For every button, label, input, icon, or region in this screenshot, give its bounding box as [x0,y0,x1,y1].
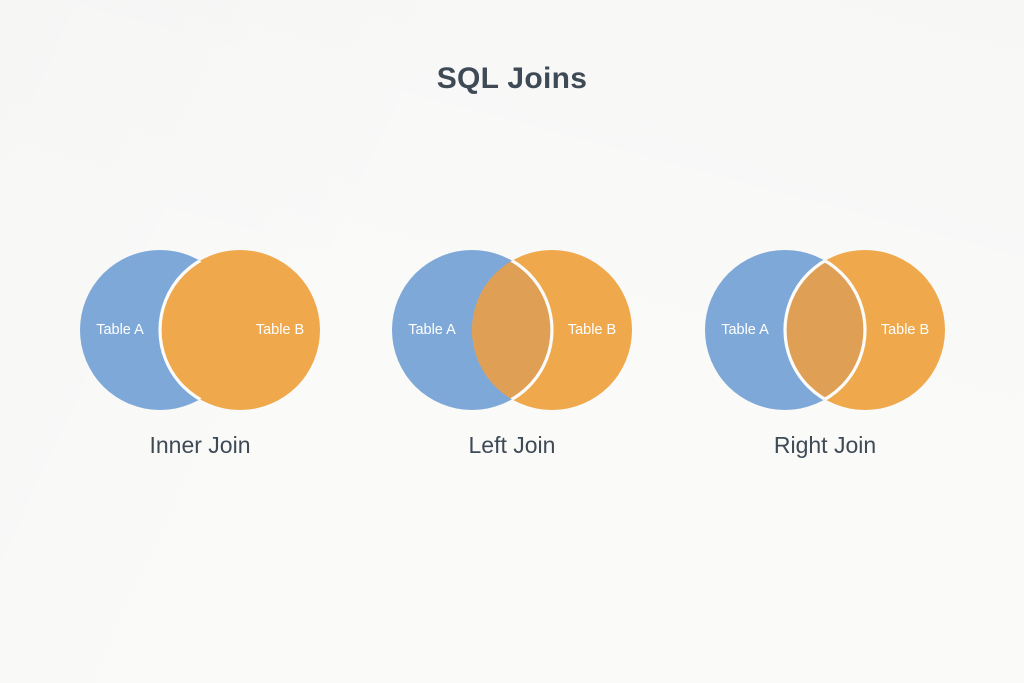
venn-diagram-inner-join: Table A Table B Inner Join [70,232,330,482]
venn-diagram-right-join: Table A Table B Right Join [695,232,955,482]
circle-label-table-a: Table A [96,322,144,338]
caption-left-join: Left Join [468,432,556,458]
venn-svg-left-join: Table A Table B [392,250,632,410]
venn-diagram-left-join: Table A Table B Left Join [382,232,642,482]
caption-inner-join: Inner Join [149,432,251,458]
lens-right-arc-stroke [472,250,554,410]
caption-right-join: Right Join [773,432,877,458]
circle-label-table-b: Table B [568,322,616,338]
venn-diagram-row: Table A Table B Inner Join Table [0,232,1024,482]
lens-left-arc-stroke [158,250,240,410]
circle-label-table-b: Table B [256,322,304,338]
lens-left-arc-stroke [783,250,865,410]
lens-right-arc-stroke [785,250,867,410]
circle-label-table-a: Table A [721,322,769,338]
page-title: SQL Joins [436,62,588,95]
circle-label-table-a: Table A [408,322,456,338]
venn-svg-right-join: Table A Table B [705,250,945,410]
venn-svg-inner-join: Table A Table B [80,250,320,410]
circle-label-table-b: Table B [881,322,929,338]
overlap-lens [160,250,240,410]
overlap-lens [472,250,552,410]
overlap-lens [785,250,865,410]
